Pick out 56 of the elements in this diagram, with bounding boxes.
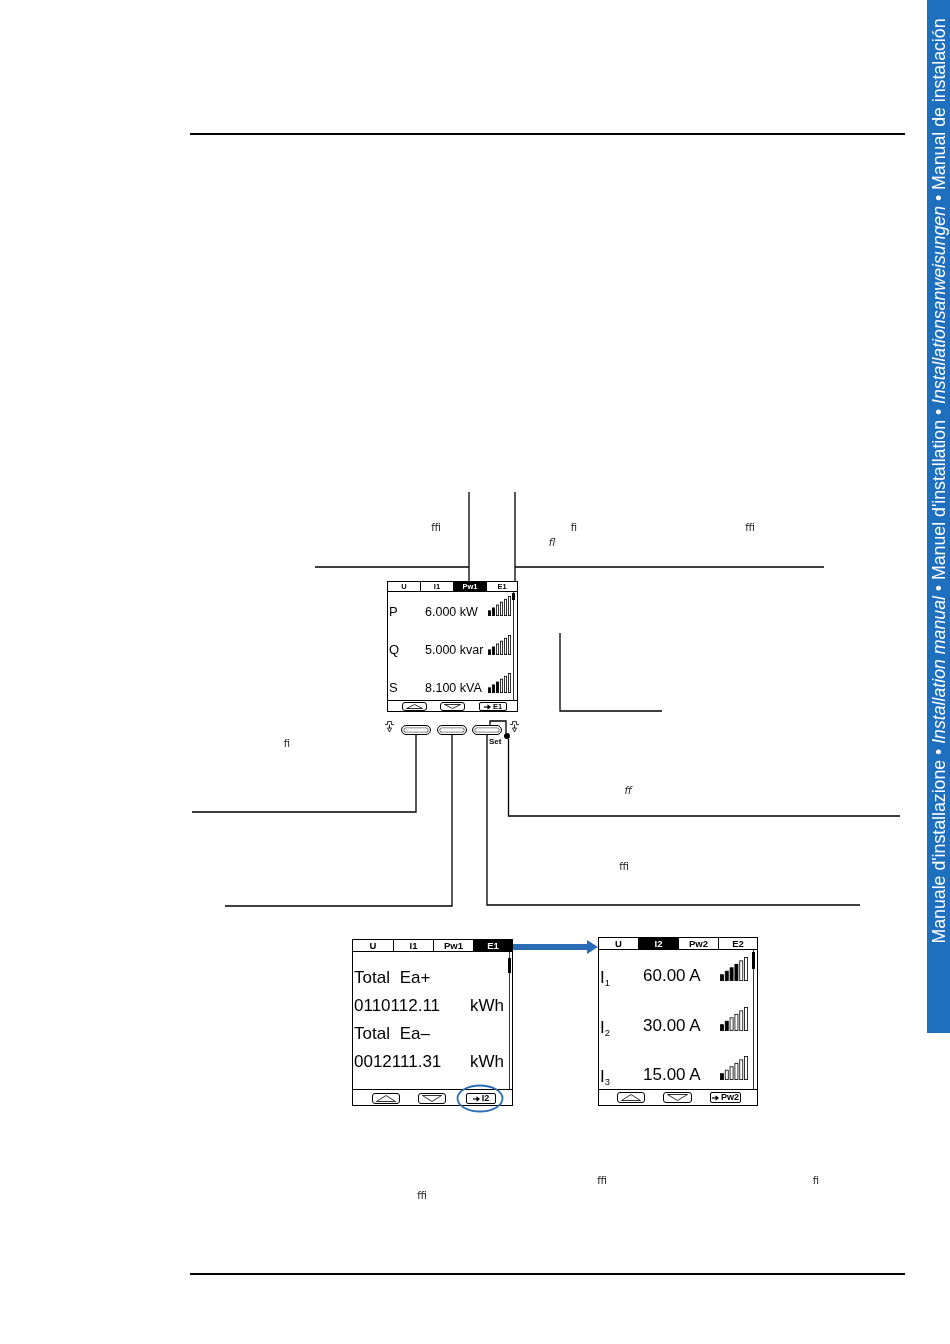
reading-value: 6.000 kW bbox=[425, 604, 478, 620]
reading-value: 0110112.11 bbox=[354, 995, 441, 1017]
tab: Pw2 bbox=[679, 938, 719, 950]
text-fragment: ﬁ bbox=[570, 522, 578, 534]
text-fragment: ﬃ bbox=[597, 1175, 607, 1187]
leader-line bbox=[314, 491, 470, 582]
text-fragment: ﬀ bbox=[624, 785, 632, 797]
text-fragment: ﬁ bbox=[283, 738, 291, 750]
tab: E2 bbox=[719, 938, 757, 950]
active-tab: E1 bbox=[474, 940, 512, 952]
leader-line bbox=[514, 491, 825, 582]
quantity-symbol: Q bbox=[389, 642, 400, 658]
reading-value: 8.100 kVA bbox=[425, 680, 482, 696]
text-fragment: ﬁ bbox=[812, 1175, 820, 1187]
key-caption: Set bbox=[489, 737, 502, 746]
dot-marker bbox=[504, 733, 510, 739]
tab: U bbox=[599, 938, 639, 950]
reading-value: 5.000 kvar bbox=[425, 642, 484, 658]
energy-label: Total Ea+ bbox=[354, 967, 431, 989]
next-page-softkey: I2 bbox=[466, 1093, 496, 1104]
tab: Pw1 bbox=[434, 940, 474, 952]
tab: I1 bbox=[394, 940, 434, 952]
push-button bbox=[472, 725, 502, 735]
lcd-screen bbox=[598, 937, 758, 1106]
quantity-symbol: I$_{3}$ bbox=[600, 1066, 610, 1088]
text-fragment: ﬃ bbox=[619, 861, 629, 873]
leader-line bbox=[191, 734, 417, 813]
reading-value: 60.00 A bbox=[643, 965, 701, 987]
text-fragment: ﬃ bbox=[745, 522, 755, 534]
reading-value: 15.00 A bbox=[643, 1064, 701, 1086]
leader-line bbox=[507, 738, 901, 817]
text-fragment: ﬂ bbox=[548, 537, 556, 549]
bracket-line bbox=[489, 720, 507, 734]
quantity-symbol: I$_{1}$ bbox=[600, 967, 610, 989]
energy-label: Total Ea– bbox=[354, 1023, 430, 1045]
arrow bbox=[513, 940, 598, 954]
band-title: Manuale d'installazione • Installation manual • Manuel d'installation • Installationsanweisungen • Manual de instalación bbox=[928, 18, 949, 944]
text-fragment: ﬃ bbox=[431, 522, 441, 534]
quantity-symbol: I$_{2}$ bbox=[600, 1017, 610, 1039]
unit-label: kWh bbox=[470, 1051, 504, 1073]
side-band bbox=[927, 0, 950, 1033]
text-fragment: ﬃ bbox=[417, 1190, 427, 1202]
lcd-screen bbox=[352, 939, 513, 1106]
quantity-symbol: S bbox=[389, 680, 398, 696]
push-button bbox=[401, 725, 431, 735]
quantity-symbol: P bbox=[389, 604, 398, 620]
unit-label: kWh bbox=[470, 995, 504, 1017]
active-tab: I2 bbox=[639, 938, 679, 950]
leader-line bbox=[224, 734, 453, 907]
tab: U bbox=[353, 940, 394, 952]
next-page-softkey: Pw2 bbox=[710, 1092, 741, 1103]
reading-value: 0012111.31 bbox=[354, 1051, 442, 1073]
leader-line bbox=[486, 734, 861, 906]
push-button bbox=[437, 725, 467, 735]
lcd-screen bbox=[387, 581, 518, 712]
reading-value: 30.00 A bbox=[643, 1015, 701, 1037]
